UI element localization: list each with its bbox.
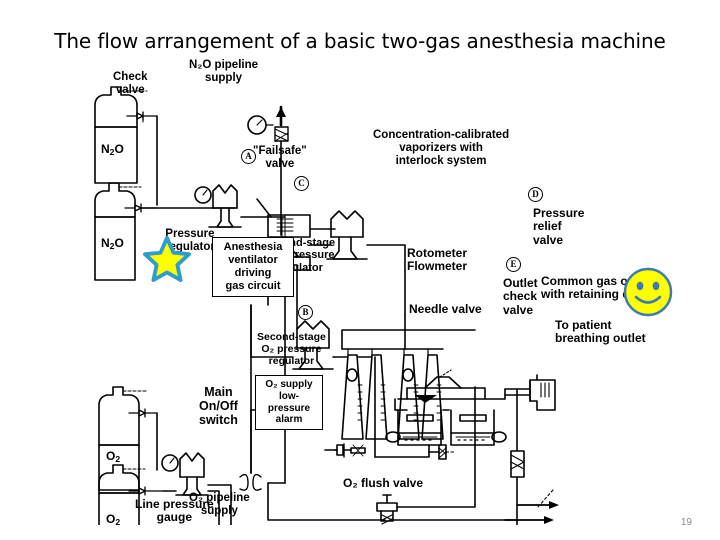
marker-circle-e: E: [506, 257, 521, 272]
o2-cylinder-bottom-neck: [98, 464, 140, 494]
rotameter-tube-1: [341, 354, 364, 440]
label-rotameter-flowmeter: Rotometer Flowmeter: [407, 246, 468, 274]
flush-lower-feed: [267, 482, 386, 521]
n2o-cylinder-top-body: [94, 86, 138, 128]
cylinder-label-o2-top: O2: [106, 449, 121, 464]
anesthesia-machine-diagram: Check valve N₂O pipeline supply Pressure…: [85, 59, 705, 527]
marker-circle-a: A: [241, 149, 256, 164]
n2o-regulator-gauge: [194, 186, 212, 204]
cylinder-label-o2-bottom: O2: [106, 512, 121, 527]
label-second-stage-o2-regulator: Second-stage O₂ pressure regulator: [257, 331, 326, 367]
vaporizer-interlock-peak: [424, 376, 462, 389]
n2o-cylinder-bottom-neck: [94, 182, 136, 218]
flush-to-common-line: [396, 386, 476, 508]
label-o2-flush-valve: O₂ flush valve: [343, 476, 424, 490]
o2-reg-out-down: [207, 484, 232, 525]
marker-circle-d: D: [528, 187, 543, 202]
rotameter-tube-3: [397, 354, 420, 440]
o2-supply-low-pressure-alarm-box: O₂ supply low-pressure alarm: [255, 375, 323, 431]
failsafe-valve-body: [267, 214, 311, 238]
n2o-regulator-stem: [216, 207, 234, 228]
ss-n2o-reg-stem: [332, 236, 358, 260]
ss-n2o-reg-top: [330, 210, 364, 238]
n2o-cylinder-top-lower: [94, 126, 138, 184]
n2o-regulator-top: [212, 184, 238, 209]
label-check-valve: Check valve: [113, 71, 148, 96]
label-o2-pipeline-supply: O₂ pipeline supply: [189, 492, 250, 517]
label-failsafe-valve: "Failsafe" valve: [253, 145, 307, 170]
cylinder-label-n2o-top: N2O: [101, 142, 124, 157]
smiley-face-icon: [623, 267, 673, 317]
o2-regulator-top: [179, 452, 205, 478]
rotameter-top-manifold: [341, 329, 476, 350]
label-line-pressure-gauge: Line pressure gauge: [135, 497, 214, 525]
label-main-onoff-switch: Main On/Off switch: [199, 385, 238, 427]
label-needle-valve: Needle valve: [409, 302, 482, 316]
o2-flush-valve-body: [376, 502, 398, 512]
outlet-check-valve-body: [510, 450, 525, 478]
anesthesia-ventilator-driving-gas-circuit-box: Anesthesia ventilator driving gas circui…: [212, 237, 294, 297]
vaporizer-1-body: [397, 409, 442, 434]
rotameter-tube-2: [365, 354, 388, 440]
pressure-relief-valve-body: [529, 379, 556, 411]
page-title: The flow arrangement of a basic two-gas …: [54, 29, 666, 53]
label-outlet-check-valve: Outlet check valve: [503, 276, 538, 317]
label-n2o-pipeline-supply: N₂O pipeline supply: [189, 59, 259, 84]
page-number: 19: [680, 517, 692, 528]
main-switch-handle: [239, 473, 249, 491]
marker-circle-c: C: [294, 176, 309, 191]
n2o-cylinder-bottom-body: [94, 216, 136, 281]
label-pressure-regulator: Pressure regulator: [165, 228, 215, 253]
ss-n2o-reg-out: [366, 244, 406, 316]
diagram-line-art: [94, 86, 559, 525]
label-vaporizers: Concentration-calibrated vaporizers with…: [373, 129, 510, 167]
vaporizer-2-body: [450, 409, 495, 434]
cylinder-label-n2o-bottom: N2O: [101, 236, 124, 251]
o2-regulator-gauge: [161, 454, 179, 472]
label-to-patient-breathing-outlet: To patient breathing outlet: [555, 318, 646, 346]
marker-circle-b: B: [298, 305, 313, 320]
o2-cylinder-top-body: [98, 386, 140, 446]
star-icon: [143, 236, 191, 282]
label-pressure-relief-valve: Pressure relief valve: [533, 206, 585, 247]
